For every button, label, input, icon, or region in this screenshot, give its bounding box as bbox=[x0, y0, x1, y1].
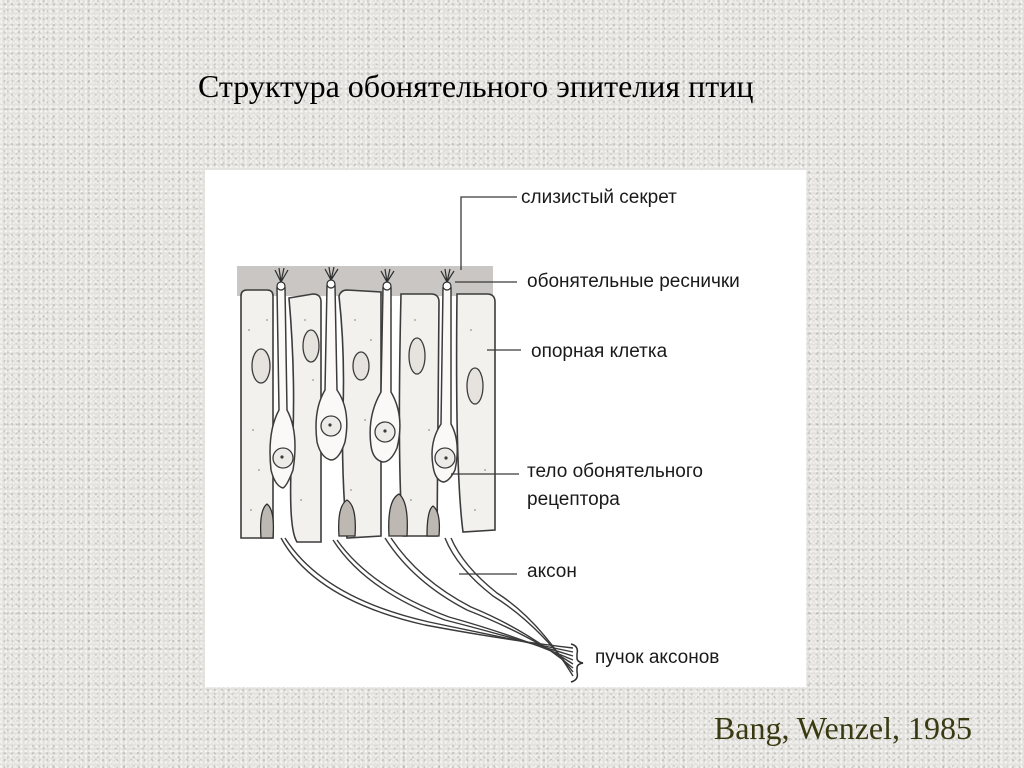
cilia-tuft bbox=[324, 266, 339, 289]
label-mucus: слизистый секрет bbox=[521, 187, 677, 208]
support-nucleus bbox=[408, 337, 426, 375]
bundle-brace bbox=[570, 643, 584, 683]
axon-line bbox=[450, 537, 574, 677]
support-cell bbox=[455, 293, 496, 533]
olfactory-cilia bbox=[274, 266, 455, 291]
receptor-nucleoli bbox=[280, 423, 448, 460]
support-cell bbox=[240, 289, 274, 539]
support-cell bbox=[398, 293, 440, 537]
label-receptor-body-line1: тело обонятельного bbox=[527, 461, 703, 482]
label-axon-bundle: пучок аксонов bbox=[595, 647, 720, 668]
label-receptor-body-line2: рецептора bbox=[527, 489, 620, 510]
axon-line bbox=[332, 539, 574, 657]
epithelium-diagram bbox=[237, 196, 584, 683]
receptor-cell bbox=[315, 285, 348, 461]
cilia-tuft bbox=[440, 268, 455, 291]
basal-cells bbox=[259, 493, 441, 539]
receptor-cell bbox=[269, 287, 296, 489]
leader-lines bbox=[451, 196, 521, 575]
cilia-tuft bbox=[274, 267, 289, 291]
basal-cell bbox=[259, 503, 275, 539]
leader-mucus bbox=[460, 196, 517, 270]
support-nucleus bbox=[352, 351, 370, 381]
support-nuclei bbox=[251, 329, 484, 405]
label-cilia: обонятельные реснички bbox=[527, 271, 740, 292]
support-nucleus bbox=[251, 348, 271, 384]
basal-cell bbox=[426, 505, 441, 537]
support-cell bbox=[338, 289, 382, 539]
support-nucleus bbox=[466, 367, 484, 405]
slide-title: Структура обонятельного эпителия птиц bbox=[198, 68, 754, 104]
axons bbox=[280, 537, 574, 677]
source-credit: Bang, Wenzel, 1985 bbox=[713, 710, 972, 746]
label-support-cell: опорная клетка bbox=[531, 341, 668, 362]
epithelium-figure: слизистый секрет обонятельные реснички о… bbox=[205, 170, 806, 687]
axon-line bbox=[336, 539, 574, 661]
receptor-cell bbox=[369, 287, 401, 463]
cilia-tuft bbox=[380, 268, 395, 291]
support-nucleus bbox=[302, 329, 320, 363]
axon-line bbox=[280, 537, 574, 649]
axon-line bbox=[444, 537, 574, 673]
basal-cell bbox=[338, 499, 356, 537]
basal-cell bbox=[388, 493, 408, 537]
receptor-cell bbox=[431, 287, 458, 483]
axon-line bbox=[390, 537, 574, 669]
receptor-cells bbox=[269, 285, 458, 489]
label-axon: аксон bbox=[527, 561, 577, 582]
axon-line bbox=[284, 537, 574, 653]
